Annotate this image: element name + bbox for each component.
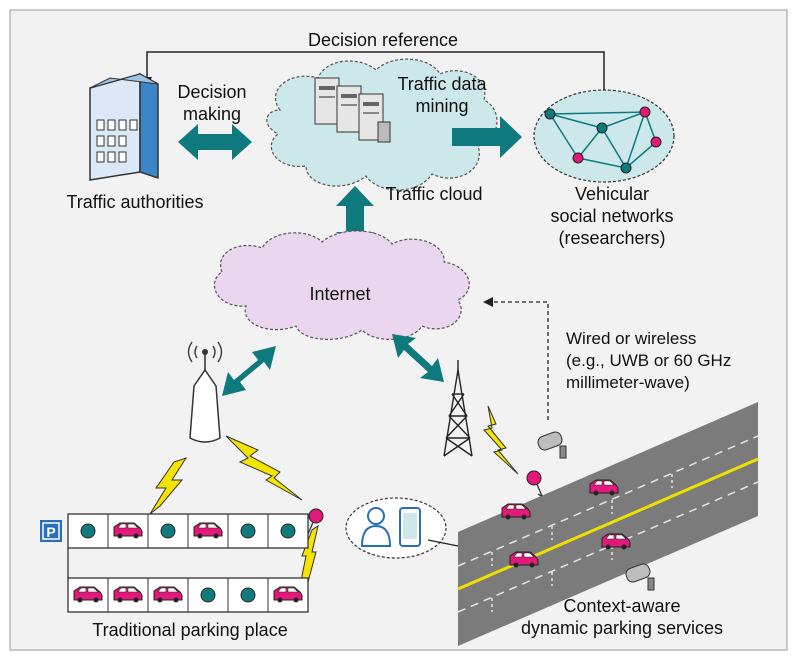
- traditional-parking-label: Traditional parking place: [92, 620, 287, 640]
- internet-ap-arrow: [222, 346, 276, 396]
- vehicular-label-line2: social networks: [550, 206, 673, 226]
- smartphone-icon: [399, 507, 421, 547]
- access-point-icon: [187, 341, 223, 443]
- wired-wireless-line1: Wired or wireless: [566, 329, 696, 348]
- internet-label: Internet: [309, 284, 370, 304]
- internet-cloud: [213, 230, 470, 340]
- decision-reference-arrow: [142, 51, 605, 102]
- vehicular-label-line3: (researchers): [558, 228, 665, 248]
- vehicular-label-line1: Vehicular: [575, 184, 649, 204]
- decision-making-arrow: [178, 124, 252, 160]
- user-device-ellipse: [345, 497, 447, 559]
- decision-reference-label: Decision reference: [308, 30, 458, 50]
- decision-making-label-line2: making: [183, 104, 241, 124]
- parking-sign-letter: P: [46, 524, 55, 540]
- data-mining-arrow: [452, 116, 522, 158]
- parking-lot: [67, 508, 324, 613]
- social-network-ellipse: [533, 89, 675, 183]
- wired-wireless-line2: (e.g., UWB or 60 GHz: [566, 351, 731, 370]
- person-icon: [360, 507, 392, 547]
- network-graph-icon: [544, 106, 662, 174]
- traffic-authorities-label: Traffic authorities: [66, 192, 203, 212]
- wired-wireless-line3: millimeter-wave): [566, 373, 690, 392]
- road: [457, 402, 759, 646]
- building-icon: [89, 72, 159, 181]
- internet-tower-arrow: [392, 334, 444, 382]
- decision-making-label-line1: Decision: [177, 82, 246, 102]
- camera-icon-2: [625, 563, 655, 591]
- parking-sign-icon: [40, 520, 62, 542]
- traffic-data-mining-label-line1: Traffic data: [397, 74, 487, 94]
- cell-tower-icon: [443, 360, 473, 457]
- roadside-sensor: [526, 470, 542, 486]
- camera-icon: [537, 431, 567, 459]
- context-aware-label-line1: Context-aware: [563, 596, 680, 616]
- server-icon: [314, 77, 391, 143]
- context-aware-label-line2: dynamic parking services: [521, 618, 723, 638]
- traffic-data-mining-label-line2: mining: [415, 96, 468, 116]
- traffic-cloud-label: Traffic cloud: [385, 184, 482, 204]
